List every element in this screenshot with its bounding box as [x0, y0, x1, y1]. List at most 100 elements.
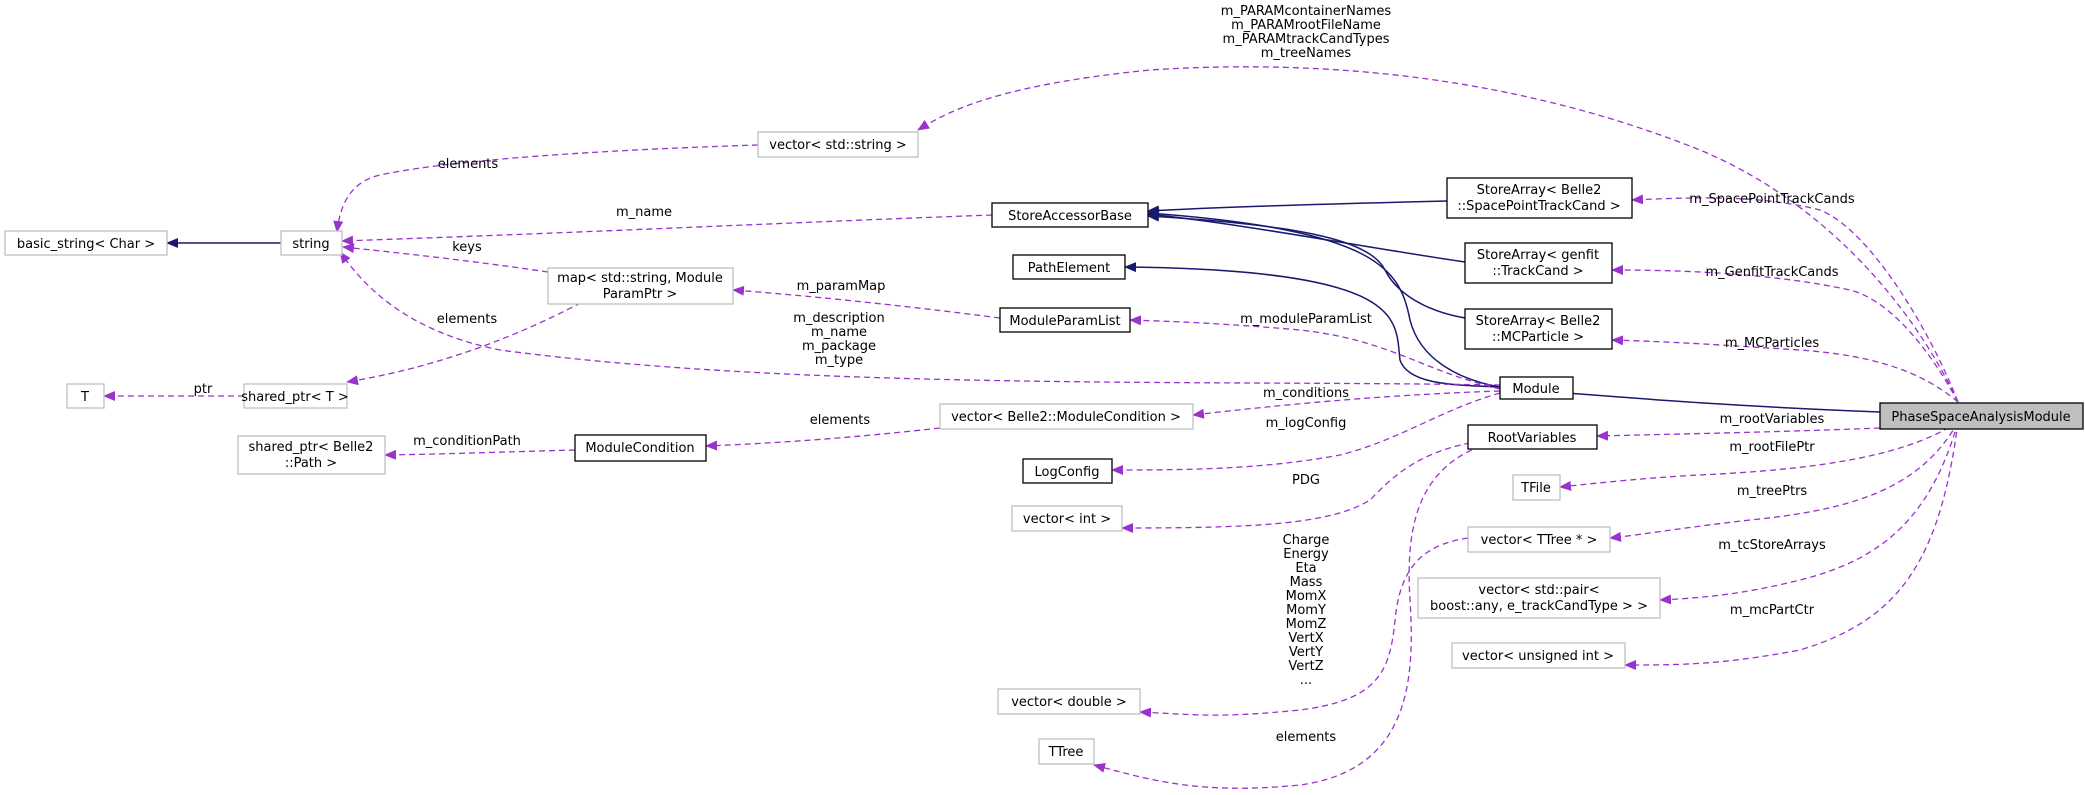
node-vector-ttree-ptr[interactable]: vector< TTree * >	[1467, 526, 1611, 553]
edge-labels: m_PARAMcontainerNames m_PARAMrootFileNam…	[194, 4, 1855, 745]
node-storearray-mcparticle[interactable]: StoreArray< Belle2 ::MCParticle >	[1464, 308, 1613, 350]
edge-label-elements-vecstring: elements	[438, 157, 499, 172]
edge-label-module-member-3: m_type	[815, 353, 863, 368]
edge-label-elements-map: elements	[437, 312, 498, 327]
edge-label-double-0: Charge	[1283, 533, 1330, 548]
edge-storemc-to-storeaccessor	[1147, 211, 1466, 319]
edge-label-keys: keys	[452, 240, 482, 255]
node-label: Module	[1512, 382, 1559, 397]
edge-sp-track-cands	[1631, 194, 1959, 403]
edge-storesp-to-storeaccessor	[1147, 200, 1448, 216]
edge-label-m-conditions: m_conditions	[1263, 386, 1349, 401]
node-ttree[interactable]: TTree	[1038, 738, 1095, 765]
node-label: string	[292, 237, 329, 252]
node-t[interactable]: T	[66, 383, 105, 409]
node-label: shared_ptr< T >	[241, 390, 348, 405]
node-shared-ptr-t[interactable]: shared_ptr< T >	[241, 383, 349, 409]
edge-mc-particles	[1611, 335, 1959, 403]
node-vector-unsigned-int[interactable]: vector< unsigned int >	[1451, 642, 1626, 669]
edge-label-double-7: VertX	[1288, 631, 1323, 646]
node-label: LogConfig	[1035, 465, 1100, 480]
edge-label-double-9: VertZ	[1288, 659, 1323, 674]
node-label: ModuleCondition	[585, 441, 694, 456]
edge-label-m-condition-path: m_conditionPath	[413, 434, 521, 449]
node-label: TTree	[1048, 745, 1084, 760]
edge-label-double-4: MomX	[1286, 589, 1327, 604]
edge-label-param-1: m_PARAMrootFileName	[1231, 18, 1381, 33]
node-label-line2: ParamPtr >	[603, 287, 678, 302]
edge-label-double-1: Energy	[1283, 547, 1329, 562]
edge-genfit-track-cands	[1611, 265, 1959, 403]
edge-rootvars-to-vecdouble	[1139, 537, 1469, 718]
edge-root-variables	[1596, 427, 1881, 441]
node-store-accessor-base[interactable]: StoreAccessorBase	[991, 202, 1149, 228]
edge-vecttree-to-ttree	[1093, 439, 1501, 789]
node-vector-pair[interactable]: vector< std::pair< boost::any, e_trackCa…	[1417, 577, 1661, 619]
edge-modulecondition-to-sharedpath	[384, 449, 576, 460]
edge-label-param-2: m_PARAMtrackCandTypes	[1223, 32, 1390, 47]
edge-map-to-sharedptr	[346, 297, 591, 386]
node-shared-ptr-path[interactable]: shared_ptr< Belle2 ::Path >	[237, 435, 386, 475]
node-vector-int[interactable]: vector< int >	[1011, 505, 1123, 532]
node-label-line1: StoreArray< Belle2	[1477, 183, 1602, 198]
node-label: PathElement	[1028, 261, 1110, 276]
edge-label-pdg: PDG	[1292, 473, 1320, 488]
edge-label-module-member-1: m_name	[811, 325, 867, 340]
node-module-param-list[interactable]: ModuleParamList	[999, 307, 1131, 333]
node-log-config[interactable]: LogConfig	[1022, 458, 1113, 484]
edge-vecstring-to-string	[333, 144, 759, 233]
node-storearray-spacepointtrackcand[interactable]: StoreArray< Belle2 ::SpacePointTrackCand…	[1446, 177, 1633, 219]
edge-module-to-paramlist	[1129, 315, 1501, 390]
node-path-element[interactable]: PathElement	[1012, 254, 1126, 280]
node-label-line1: StoreArray< genfit	[1477, 248, 1599, 263]
node-label: vector< Belle2::ModuleCondition >	[951, 410, 1181, 425]
node-label: vector< double >	[1011, 695, 1127, 710]
node-map-string-moduleparamptr[interactable]: map< std::string, Module ParamPtr >	[547, 267, 734, 305]
node-label-line2: boost::any, e_trackCandType > >	[1430, 599, 1648, 614]
edge-label-mc-part-ctr: m_mcPartCtr	[1730, 603, 1815, 618]
edge-label-mc-particles: m_MCParticles	[1725, 336, 1819, 351]
edge-label-elements-modcond: elements	[810, 413, 871, 428]
edge-label-double-8: VertY	[1289, 645, 1323, 660]
edge-module-to-storeaccessor	[1147, 208, 1501, 388]
node-vector-module-condition[interactable]: vector< Belle2::ModuleCondition >	[939, 403, 1194, 430]
node-phase-space-analysis-module[interactable]: PhaseSpaceAnalysisModule	[1879, 402, 2084, 430]
node-storearray-genfit-trackcand[interactable]: StoreArray< genfit ::TrackCand >	[1464, 242, 1613, 284]
node-label-line1: map< std::string, Module	[557, 271, 723, 286]
node-module[interactable]: Module	[1499, 376, 1574, 400]
edge-vecmodcond-to-modulecondition	[705, 427, 941, 451]
node-label-line2: ::SpacePointTrackCand >	[1457, 199, 1620, 214]
edge-label-module-member-2: m_package	[802, 339, 876, 354]
edge-map-to-string	[342, 243, 549, 273]
node-label-line1: shared_ptr< Belle2	[249, 440, 374, 455]
node-label: ModuleParamList	[1009, 314, 1120, 329]
edge-label-double-5: MomY	[1286, 603, 1326, 618]
node-vector-double[interactable]: vector< double >	[997, 688, 1141, 715]
node-label: vector< std::string >	[769, 138, 906, 153]
node-label: vector< int >	[1023, 512, 1111, 527]
edge-label-ptr: ptr	[194, 382, 213, 397]
node-module-condition[interactable]: ModuleCondition	[574, 434, 707, 462]
usage-edges	[103, 66, 1959, 789]
node-label: vector< unsigned int >	[1462, 649, 1614, 664]
node-tfile[interactable]: TFile	[1512, 474, 1561, 501]
edge-module-to-vecmodcond	[1192, 390, 1501, 419]
node-basic-string[interactable]: basic_string< Char >	[4, 230, 168, 256]
node-label-line1: StoreArray< Belle2	[1476, 314, 1601, 329]
edge-tree-ptrs	[1609, 421, 1959, 542]
node-vector-std-string[interactable]: vector< std::string >	[757, 131, 919, 158]
node-root-variables[interactable]: RootVariables	[1467, 424, 1598, 450]
edge-label-tc-store-arrays: m_tcStoreArrays	[1718, 538, 1826, 553]
edge-label-m-module-param-list: m_moduleParamList	[1240, 312, 1372, 327]
edge-label-m-log-config: m_logConfig	[1266, 416, 1347, 431]
edge-tc-store-arrays	[1659, 421, 1959, 605]
edge-label-tree-ptrs: m_treePtrs	[1737, 484, 1808, 499]
edge-label-m-param-map: m_paramMap	[797, 279, 886, 294]
node-string[interactable]: string	[280, 230, 343, 256]
edge-label-sp-track-cands: m_SpacePointTrackCands	[1689, 192, 1855, 207]
node-label: TFile	[1520, 481, 1551, 496]
node-label: PhaseSpaceAnalysisModule	[1891, 410, 2070, 425]
edge-storegf-to-storeaccessor	[1147, 210, 1466, 263]
node-label: RootVariables	[1488, 431, 1577, 446]
